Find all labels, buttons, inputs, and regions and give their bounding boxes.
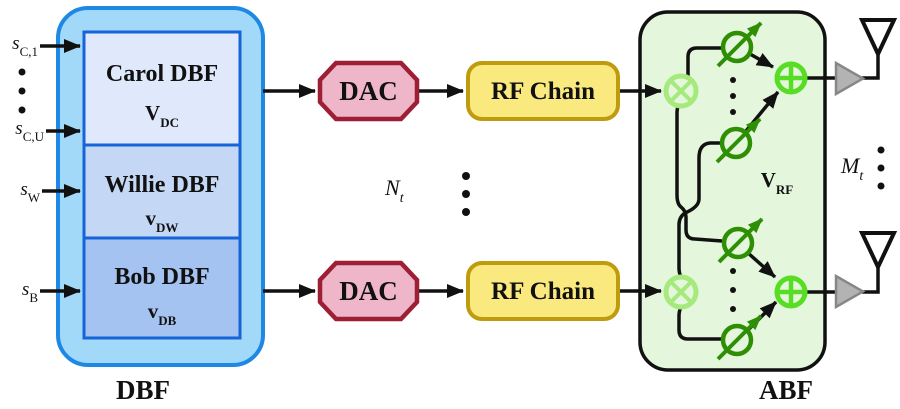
arrow-ps3-adder2 [746,251,777,279]
willie-dbf-vector: vDW [84,206,240,236]
willie-vec-sub: DW [156,220,179,236]
vrf-label: VRF [742,168,812,198]
antenna2-icon [858,231,898,272]
phase-shifter2-icon [715,117,762,164]
nt-base: N [385,175,400,200]
bob-dbf-title: Bob DBF [114,264,210,290]
wire-mult1-ps3-cross [675,103,723,243]
antenna1-icon [858,18,898,59]
rf-chain1-block [466,61,620,121]
willie-vec-base: v [145,206,157,230]
multiplier2-icon [663,274,699,310]
rf-chain2-block [466,261,620,321]
input-label-sw: sW [2,179,40,205]
ellipsis-dots [18,68,885,312]
wire-amp2-antenna2 [862,268,880,294]
wire-mult2-ps4 [677,306,722,341]
amplifier2-icon [834,273,866,310]
carol-dbf-title: Carol DBF [105,61,219,87]
multiplier1-icon [663,73,699,109]
input-arrows [40,39,81,298]
rf-chain2-label: RF Chain [491,278,595,305]
phase-shifter1-icon [716,21,763,68]
adder1-icon [774,61,808,95]
chain-wires [263,55,880,298]
abf-label: ABF [759,375,813,405]
input-label-scu: sC,U [2,118,44,144]
dbf-label: DBF [116,375,170,405]
dac2-block [317,260,420,322]
carol-dbf-vector: VDC [84,101,240,131]
input-label-sw-base: s [20,179,28,200]
dac2-label: DAC [339,276,398,306]
vrf-sub: RF [775,182,794,198]
input-label-sb-sub: B [29,289,38,305]
carol-dbf-box [82,30,242,147]
dac1-block [317,60,420,122]
wire-mult2-ps2-cross [677,141,721,278]
input-label-sw-sub: W [27,189,40,205]
carol-vec-sub: DC [160,115,179,131]
phase-shifter3-icon [717,217,764,264]
mt-label: Mt [841,153,864,185]
bob-vec-sub: DB [158,313,177,329]
willie-dbf-title: Willie DBF [104,172,220,198]
input-label-sb: sB [2,279,38,305]
carol-vec-base: V [145,101,161,125]
input-label-sc1-base: s [12,33,20,54]
mt-base: M [841,153,860,178]
input-label-sb-base: s [21,279,30,300]
arrow-ps1-adder1 [749,52,774,69]
bob-dbf-box [82,236,242,340]
adder2-icon [774,275,808,309]
nt-label: Nt [385,175,404,207]
willie-dbf-box [82,143,242,240]
rf-chain1-label: RF Chain [491,78,595,105]
input-label-scu-sub: C,U [22,128,44,144]
dac1-label: DAC [339,76,398,106]
wire-mult1-ps1 [686,46,722,77]
bob-vec-base: v [147,299,159,323]
vrf-base: V [760,168,776,192]
phase-shifter4-icon [716,314,763,361]
amplifier1-icon [834,60,866,97]
input-label-scu-base: s [15,118,23,139]
bob-dbf-vector: vDB [84,299,240,329]
mt-sub: t [859,169,864,185]
input-label-sc1: sC,1 [2,33,38,59]
input-label-sc1-sub: C,1 [19,43,38,59]
wire-amp1-antenna1 [862,55,880,80]
nt-sub: t [399,191,404,207]
abf-routing [675,46,780,341]
